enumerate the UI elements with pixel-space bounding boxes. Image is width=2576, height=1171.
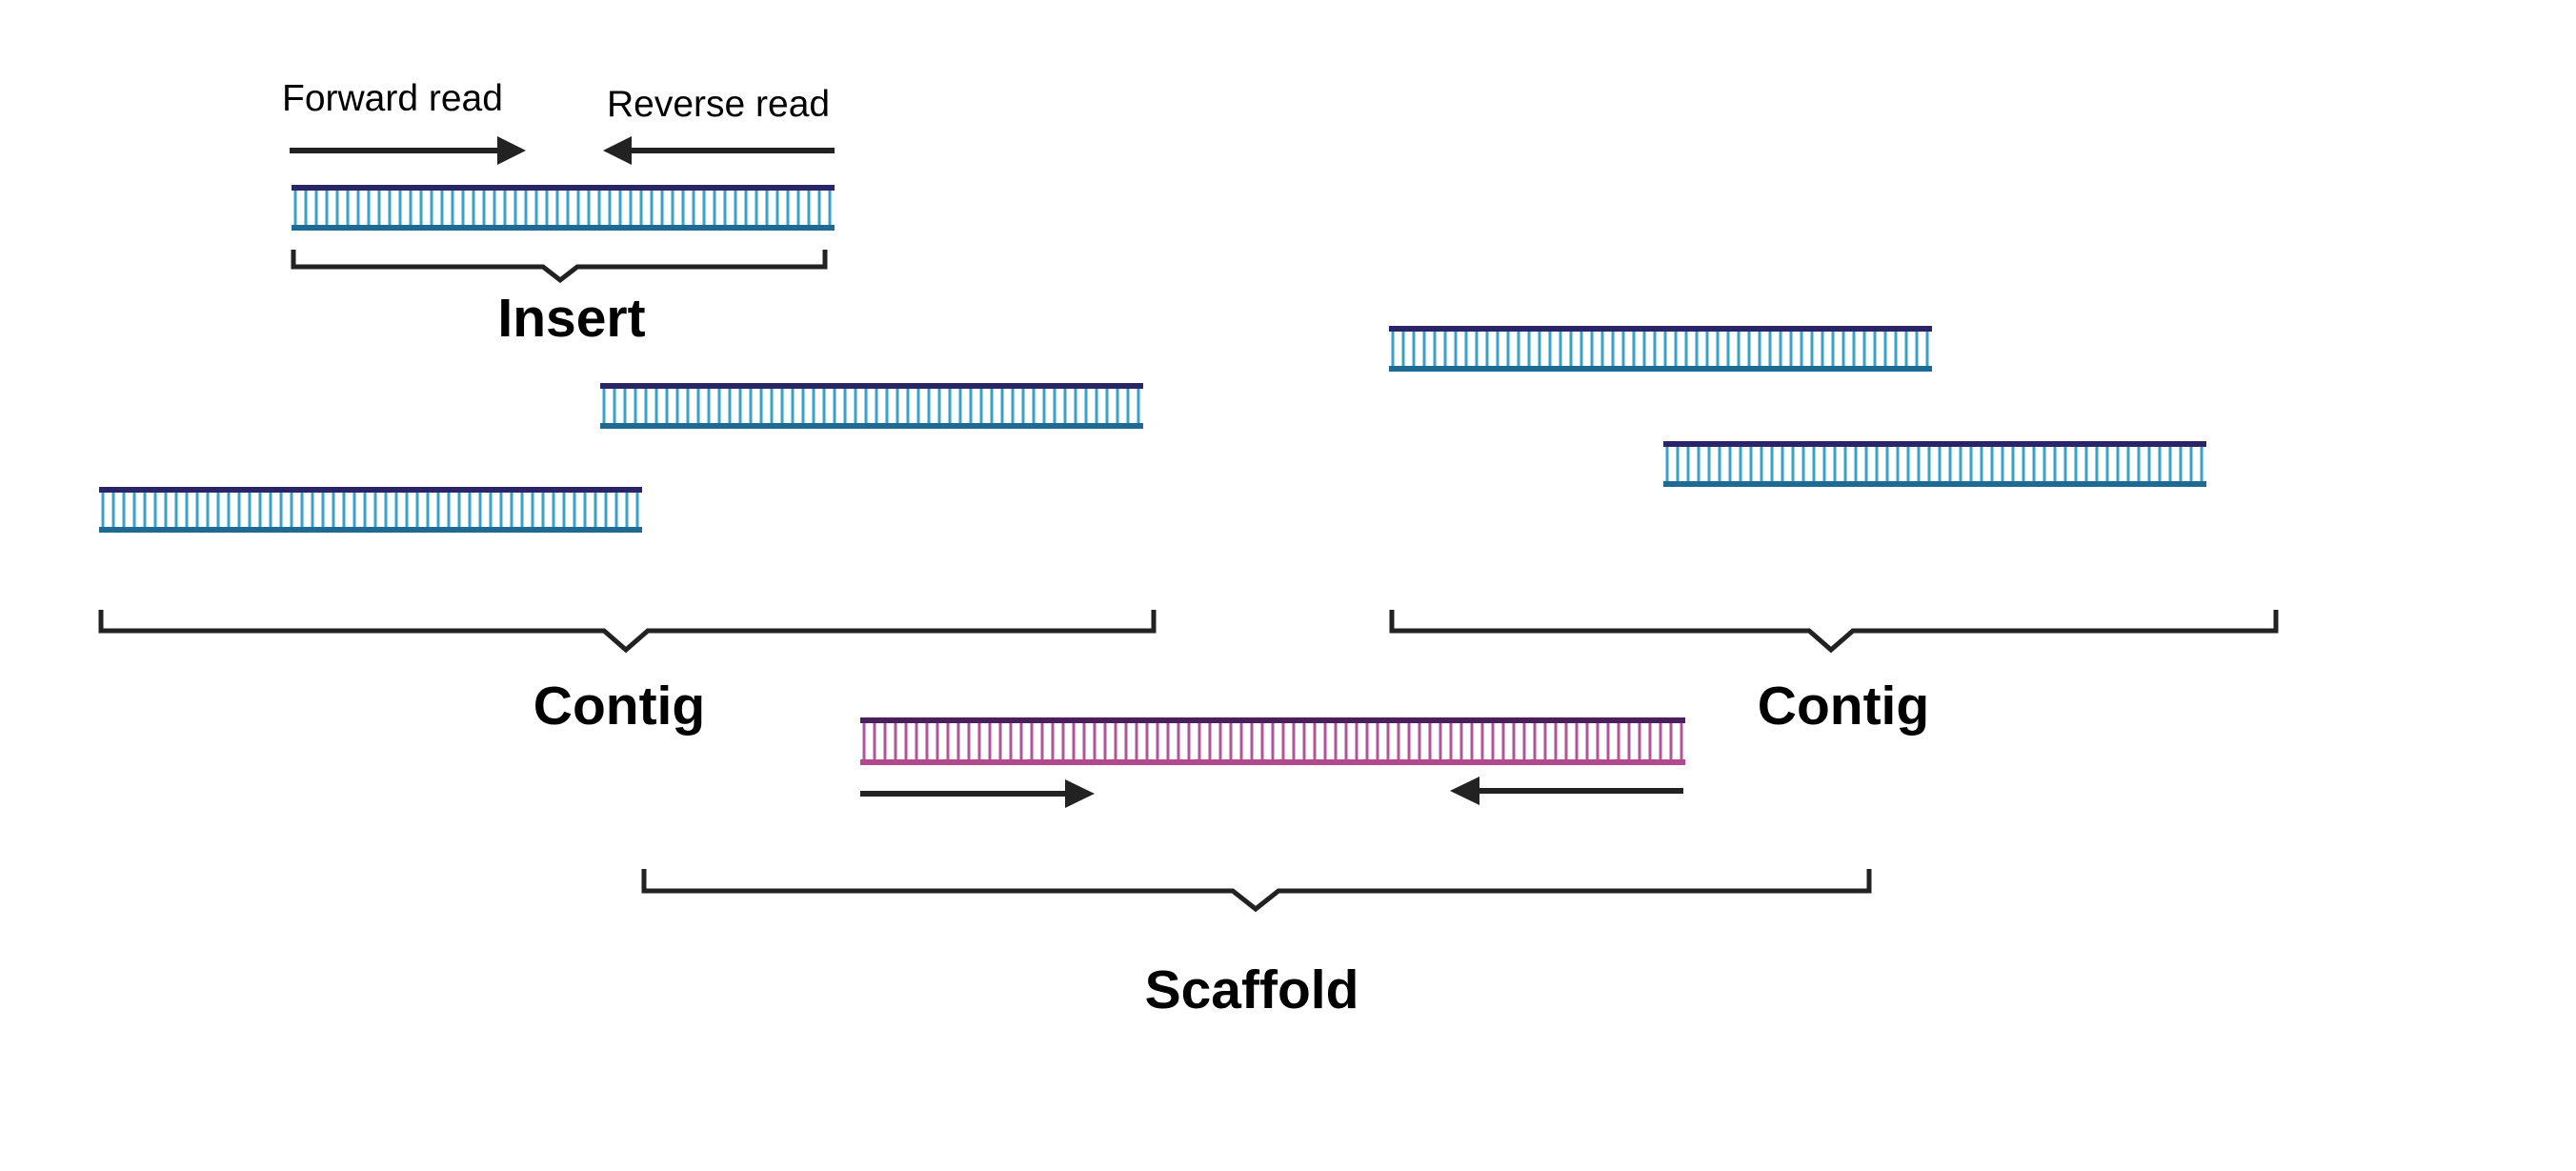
- contig-left-bracket-icon: [98, 610, 1157, 654]
- contig-left-read-upper: [600, 383, 1143, 429]
- dna-top-strand: [1389, 326, 1932, 332]
- contig-right-read-upper: [1389, 326, 1932, 372]
- dna-top-strand: [1663, 441, 2206, 447]
- forward-read-arrow-icon: [290, 136, 526, 165]
- scaffold-forward-arrow-icon: [860, 779, 1095, 808]
- insert-label: Insert: [497, 288, 645, 349]
- contig-right-bracket-icon: [1389, 610, 2279, 654]
- scaffold-dna-fragment-icon: [860, 717, 1685, 765]
- dna-bottom-strand: [292, 225, 835, 231]
- dna-top-strand: [860, 717, 1685, 723]
- scaffold-label: Scaffold: [1145, 959, 1359, 1020]
- dna-bottom-strand: [600, 423, 1143, 429]
- contig-right-read-lower: [1663, 441, 2206, 487]
- dna-top-strand: [600, 383, 1143, 389]
- scaffold-reverse-arrow-icon: [1450, 777, 1683, 805]
- dna-top-strand: [292, 185, 835, 191]
- dna-bottom-strand: [1389, 366, 1932, 372]
- dna-top-strand: [99, 487, 642, 493]
- insert-bracket-icon: [291, 250, 828, 284]
- reverse-read-arrow-icon: [603, 136, 835, 165]
- reverse-read-label: Reverse read: [607, 84, 830, 125]
- contig-left-read-lower: [99, 487, 642, 533]
- dna-bottom-strand: [99, 527, 642, 533]
- dna-bottom-strand: [1663, 481, 2206, 487]
- contig-left-label: Contig: [533, 676, 705, 737]
- contig-right-label: Contig: [1758, 676, 1929, 737]
- dna-bottom-strand: [860, 759, 1685, 765]
- scaffold-bracket-icon: [641, 869, 1872, 913]
- insert-dna-fragment-icon: [292, 185, 835, 231]
- forward-read-label: Forward read: [282, 78, 503, 119]
